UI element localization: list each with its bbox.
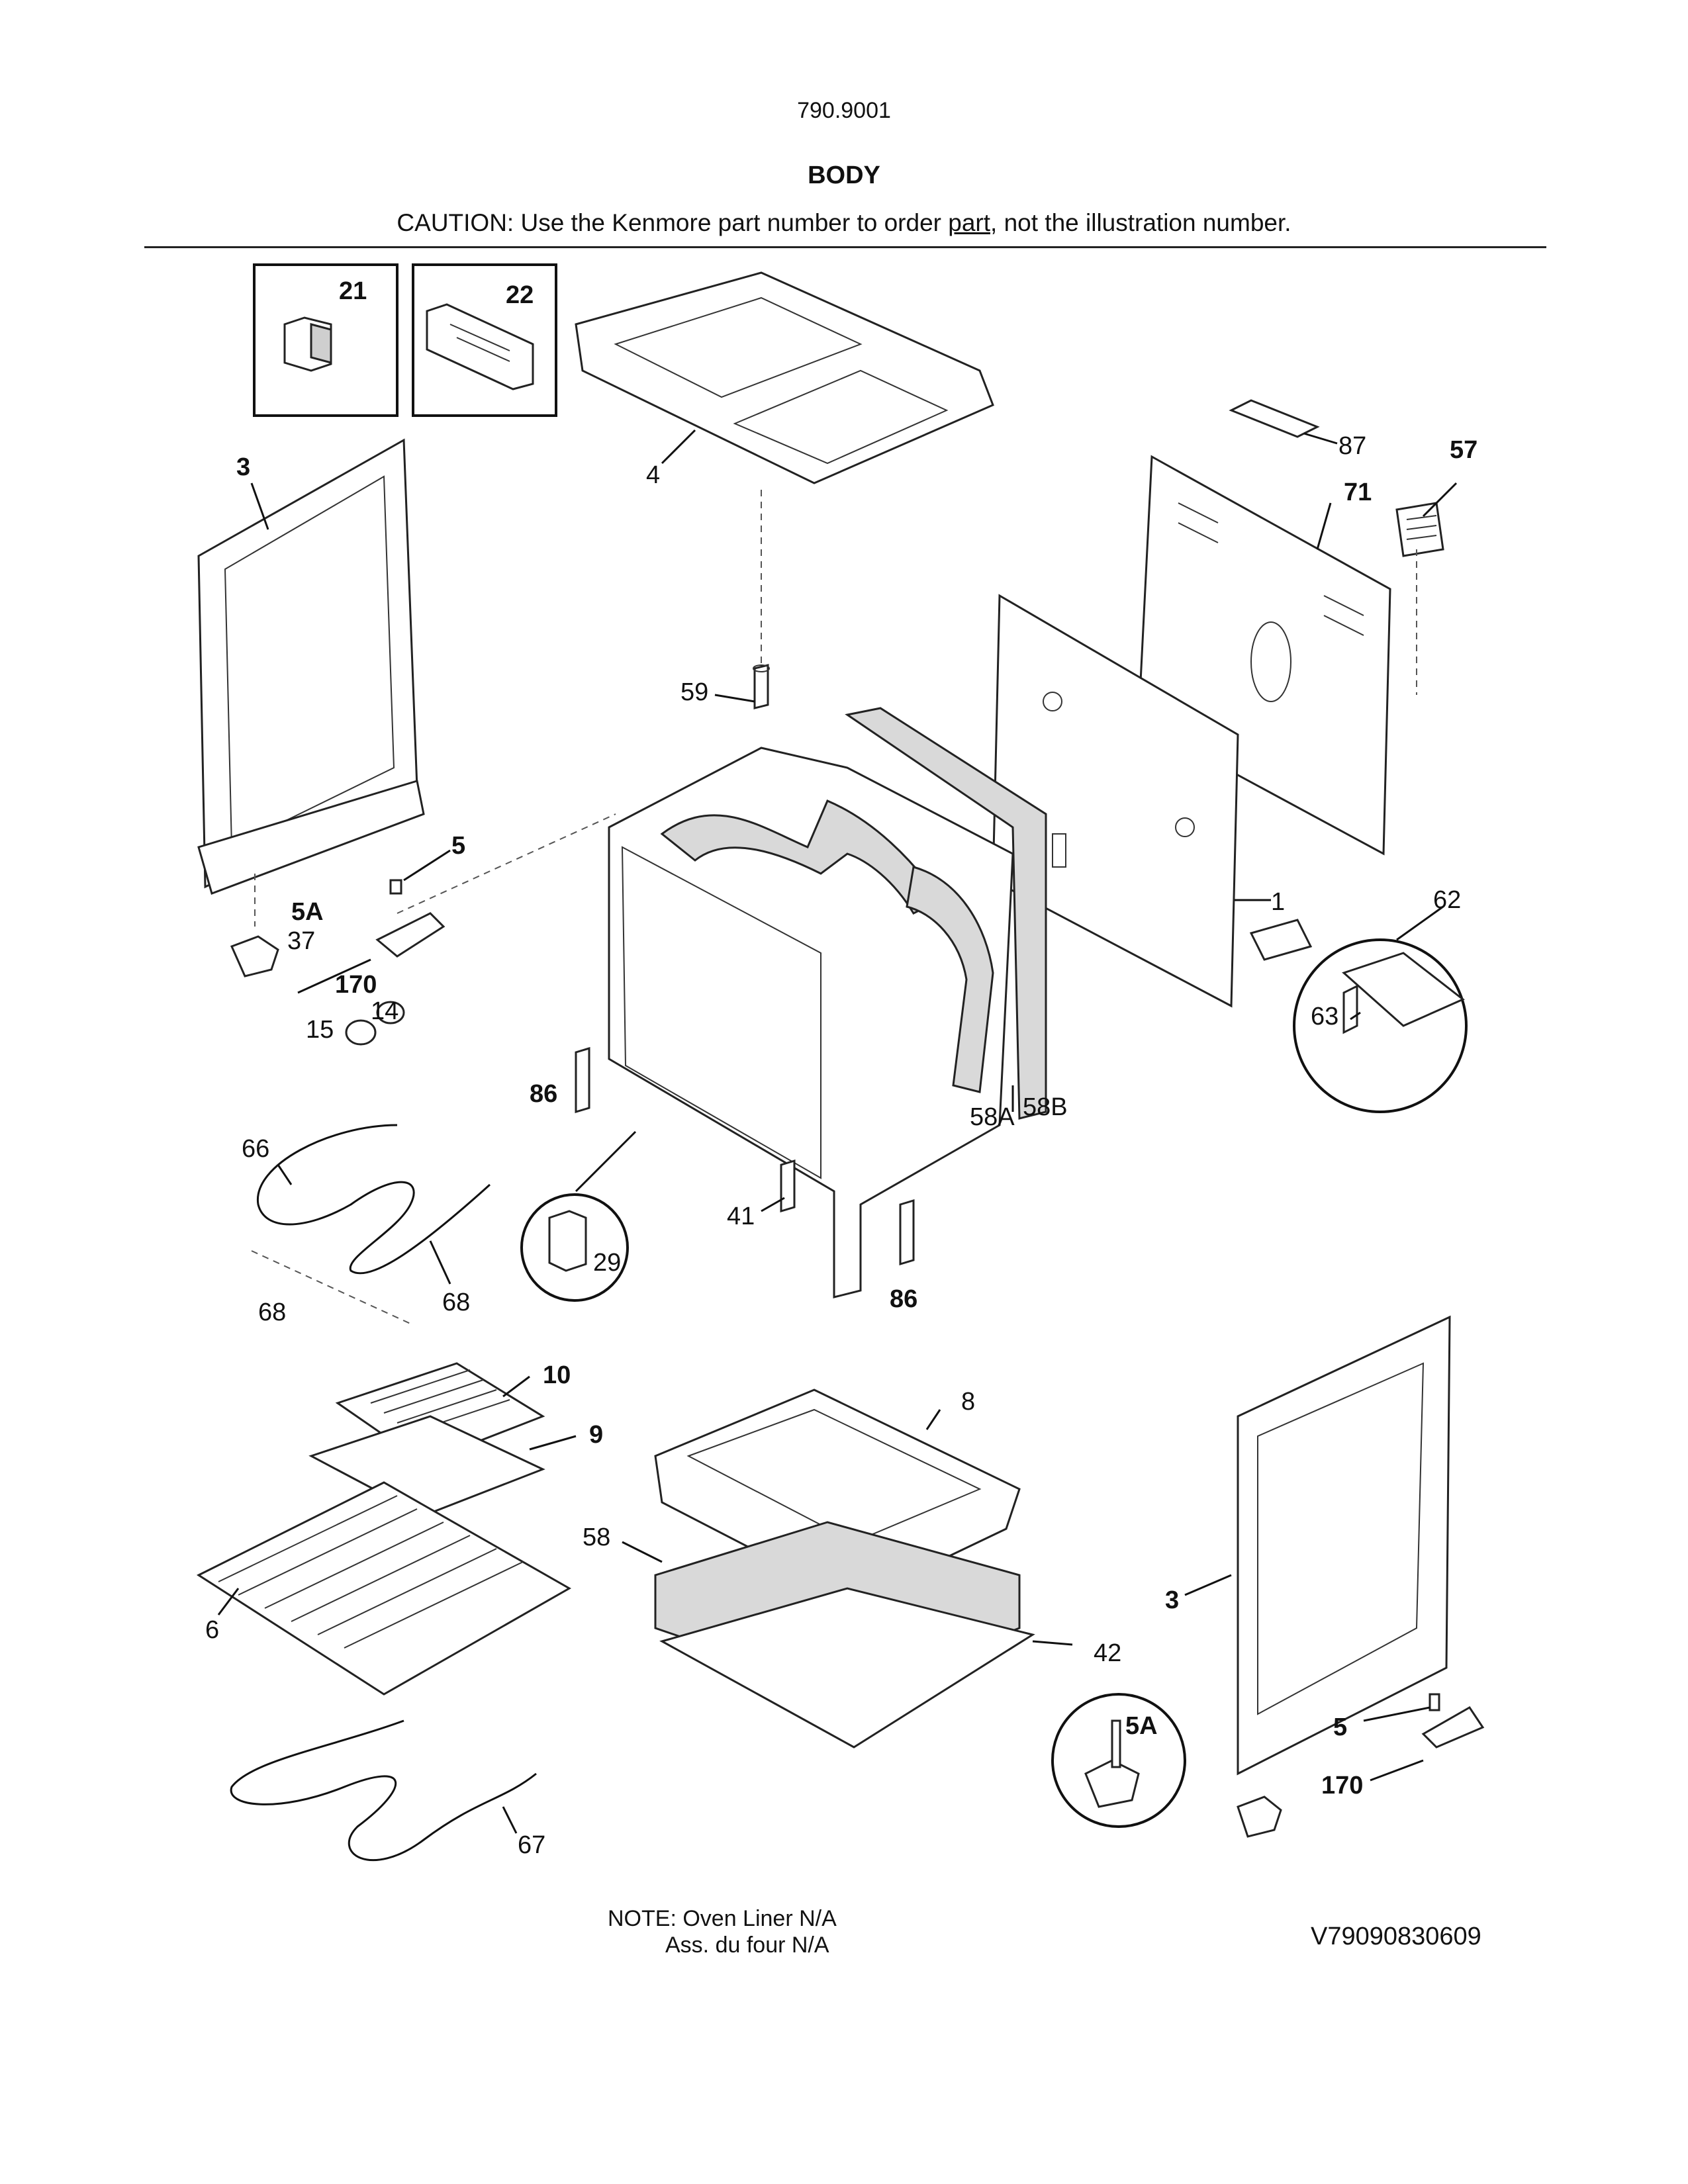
label-1: 1 — [1271, 888, 1285, 916]
label-62: 62 — [1433, 886, 1461, 914]
label-87: 87 — [1338, 432, 1366, 460]
page-title: BODY — [808, 161, 880, 189]
bottom-panel-42 — [659, 1587, 1035, 1749]
label-3-left: 3 — [236, 453, 250, 481]
label-170-left: 170 — [335, 971, 377, 999]
label-68-right: 68 — [442, 1289, 470, 1316]
oven-cavity — [608, 747, 1014, 1298]
oven-rack-6 — [196, 1481, 572, 1696]
inset-part-5A-right — [1051, 1693, 1186, 1828]
label-5-right: 5 — [1333, 1713, 1347, 1741]
label-37: 37 — [287, 927, 315, 955]
label-71: 71 — [1344, 478, 1372, 506]
label-58: 58 — [583, 1524, 610, 1551]
label-86-right: 86 — [890, 1285, 917, 1313]
inset-part-21 — [253, 263, 399, 417]
wire-37 — [297, 958, 371, 994]
label-68-left: 68 — [258, 1298, 286, 1326]
leader-lines — [217, 429, 1458, 1834]
part-59 — [753, 664, 770, 709]
label-5A-left: 5A — [291, 898, 324, 926]
drawer-8 — [654, 1388, 1021, 1603]
caution-text: CAUTION: Use the Kenmore part number to … — [0, 209, 1688, 237]
label-58B: 58B — [1023, 1093, 1068, 1121]
label-29: 29 — [593, 1249, 621, 1277]
hinge-5A-left — [230, 935, 279, 978]
side-panel-3-right — [1237, 1315, 1451, 1776]
label-8: 8 — [961, 1388, 975, 1416]
caution-post: , not the illustration number. — [990, 209, 1291, 236]
bake-element-67 — [230, 1719, 537, 1862]
bracket-41 — [780, 1159, 796, 1213]
side-panel-3-left — [197, 438, 425, 895]
label-10: 10 — [543, 1361, 571, 1389]
diagram-code: V79090830609 — [1311, 1923, 1481, 1950]
plate-87 — [1229, 399, 1320, 438]
bracket-170-left — [375, 912, 445, 958]
note-line-2: Ass. du four N/A — [665, 1933, 829, 1958]
inset-part-22 — [412, 263, 557, 417]
label-59: 59 — [680, 678, 708, 706]
screw-5-left — [389, 879, 402, 895]
terminal-block — [1249, 919, 1313, 961]
caution-pre: CAUTION: Use the Kenmore part number to … — [397, 209, 949, 236]
label-57: 57 — [1450, 436, 1477, 464]
caution-part-link: part — [948, 209, 991, 236]
label-4: 4 — [646, 461, 660, 489]
hardware-right — [1237, 1693, 1485, 1838]
inset-part-62 — [1293, 938, 1468, 1113]
align-line-4 — [397, 813, 616, 914]
model-number: 790.9001 — [797, 98, 891, 123]
lamp-14-15 — [345, 1001, 405, 1046]
insulation-58B — [845, 707, 1047, 1120]
label-15: 15 — [306, 1016, 334, 1044]
vent-57 — [1395, 502, 1444, 557]
label-67: 67 — [518, 1831, 545, 1859]
label-66: 66 — [242, 1135, 269, 1163]
label-21: 21 — [339, 277, 367, 305]
note-line-1: NOTE: Oven Liner N/A — [608, 1906, 837, 1931]
top-panel-4 — [575, 271, 994, 484]
label-9: 9 — [589, 1421, 603, 1449]
label-58A: 58A — [970, 1103, 1015, 1131]
label-86-left: 86 — [530, 1080, 557, 1108]
label-22: 22 — [506, 281, 534, 309]
label-42: 42 — [1094, 1639, 1121, 1667]
align-line-68 — [251, 1250, 411, 1324]
label-5-left: 5 — [451, 832, 465, 860]
label-170-right: 170 — [1321, 1772, 1363, 1799]
label-3-right: 3 — [1165, 1586, 1179, 1614]
label-14: 14 — [371, 997, 399, 1025]
bracket-86-right — [899, 1199, 915, 1266]
bracket-86-left — [575, 1046, 590, 1114]
label-5A-right: 5A — [1125, 1712, 1158, 1740]
label-41: 41 — [727, 1203, 755, 1230]
broil-element-66 — [257, 1124, 491, 1275]
header-divider — [144, 246, 1546, 248]
label-6: 6 — [205, 1616, 219, 1644]
inset-part-29 — [520, 1193, 629, 1302]
label-63: 63 — [1311, 1003, 1338, 1030]
